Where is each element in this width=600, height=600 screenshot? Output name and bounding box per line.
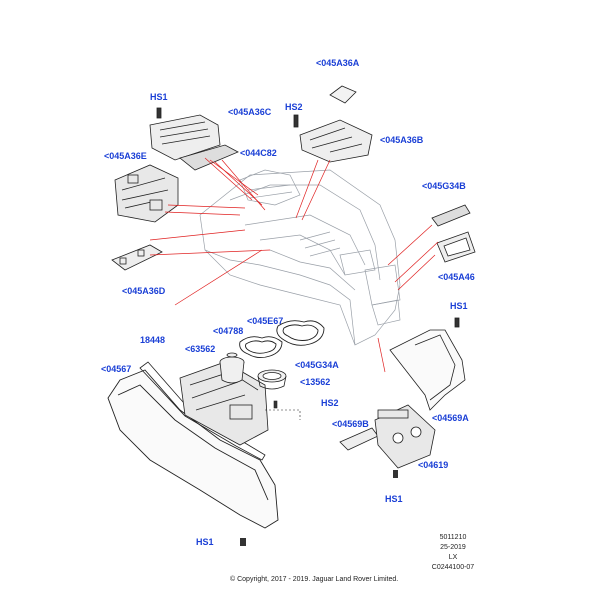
callout-04569B[interactable]: <04569B: [332, 419, 369, 429]
callout-045A36D[interactable]: <045A36D: [122, 286, 166, 296]
callout-04569A[interactable]: <04569A: [432, 413, 469, 423]
callout-045A36B[interactable]: <045A36B: [380, 135, 424, 145]
part-04619[interactable]: [374, 404, 436, 469]
part-045G34A[interactable]: [276, 320, 325, 346]
model-code: LX: [448, 554, 458, 561]
part-045G34B[interactable]: [431, 204, 471, 227]
part-04567[interactable]: [107, 369, 279, 529]
callout-18448[interactable]: 18448: [140, 335, 166, 345]
callout-04788[interactable]: <04788: [213, 326, 244, 336]
part-045A36A[interactable]: [329, 85, 357, 104]
fastener-hs1-lowright[interactable]: [393, 470, 398, 478]
fastener-hs1-bottom[interactable]: [240, 538, 246, 546]
fastener-hs2-mid[interactable]: [265, 400, 301, 420]
callout-045G34B[interactable]: <045G34B: [422, 181, 466, 191]
callout-04619[interactable]: <04619: [418, 460, 449, 470]
copyright-notice: © Copyright, 2017 - 2019. Jaguar Land Ro…: [230, 576, 399, 583]
part-04569A[interactable]: [389, 317, 466, 411]
callout-045A36A[interactable]: <045A36A: [316, 58, 360, 68]
callout-hs1-bottom[interactable]: HS1: [196, 537, 214, 547]
part-045A36D[interactable]: [111, 244, 163, 271]
part-045A36E[interactable]: [114, 164, 179, 223]
leader-lines: [149, 157, 439, 373]
part-04569B[interactable]: [339, 427, 379, 451]
callout-hs1-top[interactable]: HS1: [150, 92, 168, 102]
part-045A46[interactable]: [436, 231, 476, 263]
callout-045A46[interactable]: <045A46: [438, 272, 475, 282]
callout-hs1-lowright[interactable]: HS1: [385, 494, 403, 504]
callout-hs1-right[interactable]: HS1: [450, 301, 468, 311]
part-045A36C[interactable]: [149, 107, 221, 161]
callout-045G34A[interactable]: <045G34A: [295, 360, 339, 370]
callout-hs2-top[interactable]: HS2: [285, 102, 303, 112]
console-ghost-outline: [199, 169, 401, 346]
part-045A36B[interactable]: [293, 114, 373, 163]
callout-63562[interactable]: <63562: [185, 344, 216, 354]
callout-hs2-mid[interactable]: HS2: [321, 398, 339, 408]
callout-045A36C[interactable]: <045A36C: [228, 107, 272, 117]
part-18448[interactable]: [139, 361, 266, 461]
ref-number: 5011210: [439, 534, 467, 541]
part-044C82[interactable]: [179, 144, 239, 171]
callout-044C82[interactable]: <044C82: [240, 148, 277, 158]
date-code: 25-2019: [440, 544, 466, 551]
part-04788[interactable]: [219, 352, 245, 384]
callout-13562[interactable]: <13562: [300, 377, 331, 387]
callout-045E67[interactable]: <045E67: [247, 316, 284, 326]
part-045E67[interactable]: [239, 336, 283, 359]
drawing-id: C0244100-07: [431, 564, 475, 571]
callout-04567[interactable]: <04567: [101, 364, 132, 374]
callout-045A36E[interactable]: <045A36E: [104, 151, 147, 161]
part-13562[interactable]: [257, 369, 287, 390]
